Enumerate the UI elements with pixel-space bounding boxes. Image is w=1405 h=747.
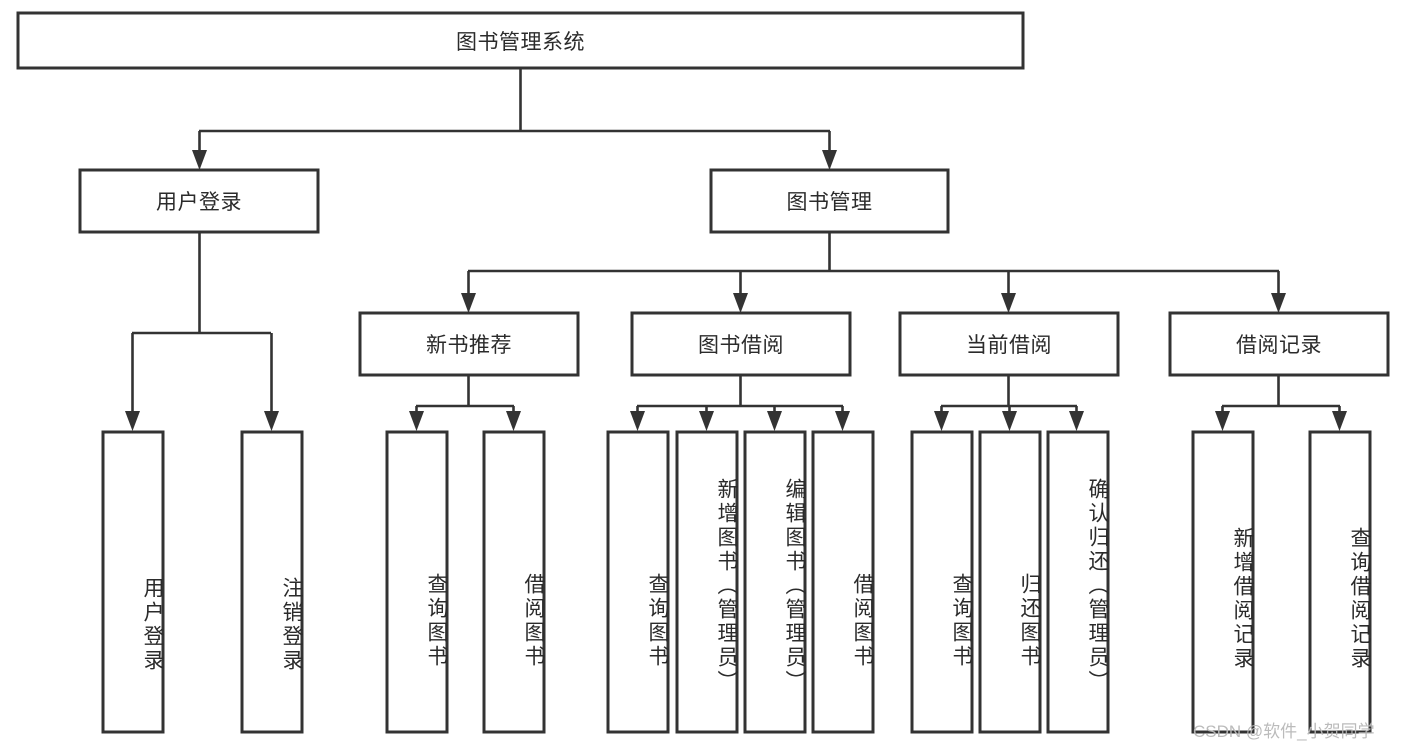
arrowhead-leaf-confirm-return (1069, 411, 1084, 431)
arrowhead-user-login (192, 150, 207, 170)
node-box-leaf-confirm-return[interactable] (1046, 430, 1110, 734)
node-box-leaf-add-record[interactable] (1191, 430, 1255, 734)
node-box-leaf-logout-login[interactable] (240, 430, 304, 734)
node-box-book-management[interactable] (709, 168, 950, 234)
arrowhead-leaf-logout-login (264, 411, 279, 431)
arrowhead-leaf-borrow-book-2 (835, 411, 850, 431)
arrowhead-new-book-recommend (461, 293, 476, 313)
arrowhead-book-management (822, 150, 837, 170)
arrowhead-leaf-add-record (1215, 411, 1230, 431)
node-box-current-borrow[interactable] (898, 311, 1120, 377)
node-box-leaf-borrow-book-2[interactable] (811, 430, 875, 734)
node-box-borrow-record[interactable] (1168, 311, 1390, 377)
arrowhead-leaf-edit-book (767, 411, 782, 431)
arrowhead-current-borrow (1001, 293, 1016, 313)
node-box-leaf-return-book[interactable] (978, 430, 1042, 734)
node-box-new-book-recommend[interactable] (358, 311, 580, 377)
arrowhead-leaf-query-record (1332, 411, 1347, 431)
node-box-leaf-query-book-2[interactable] (606, 430, 670, 734)
node-box-leaf-borrow-book-1[interactable] (482, 430, 546, 734)
connector-group-currentborrow-to-leaves (934, 375, 1084, 431)
node-box-leaf-user-login[interactable] (101, 430, 165, 734)
node-box-leaf-query-book-1[interactable] (385, 430, 449, 734)
arrowhead-leaf-query-book-3 (934, 411, 949, 431)
arrowhead-leaf-borrow-book-1 (506, 411, 521, 431)
connector-group-bookmanagement-to-level3 (461, 232, 1286, 313)
arrowhead-book-borrow (733, 293, 748, 313)
connector-group-borrowrecord-to-leaves (1215, 375, 1347, 431)
arrowhead-leaf-query-book-1 (409, 411, 424, 431)
node-box-root[interactable] (16, 11, 1025, 70)
node-box-user-login[interactable] (78, 168, 320, 234)
node-box-leaf-query-record[interactable] (1308, 430, 1372, 734)
arrowhead-leaf-user-login (125, 411, 140, 431)
connector-group-userlogin-to-leaves (125, 232, 279, 431)
connector-group-newbook-to-leaves (409, 375, 521, 431)
node-box-leaf-add-book[interactable] (675, 430, 739, 734)
arrowhead-leaf-return-book (1002, 411, 1017, 431)
node-box-leaf-edit-book[interactable] (743, 430, 807, 734)
arrowhead-leaf-add-book (699, 411, 714, 431)
node-box-book-borrow[interactable] (630, 311, 852, 377)
arrowhead-borrow-record (1271, 293, 1286, 313)
arrowhead-leaf-query-book-2 (630, 411, 645, 431)
connector-group-root-to-level2 (192, 68, 837, 170)
node-box-leaf-query-book-3[interactable] (910, 430, 974, 734)
watermark-text: CSDN @软件_小贺同学 (1193, 722, 1375, 741)
connector-group-bookborrow-to-leaves (630, 375, 850, 431)
